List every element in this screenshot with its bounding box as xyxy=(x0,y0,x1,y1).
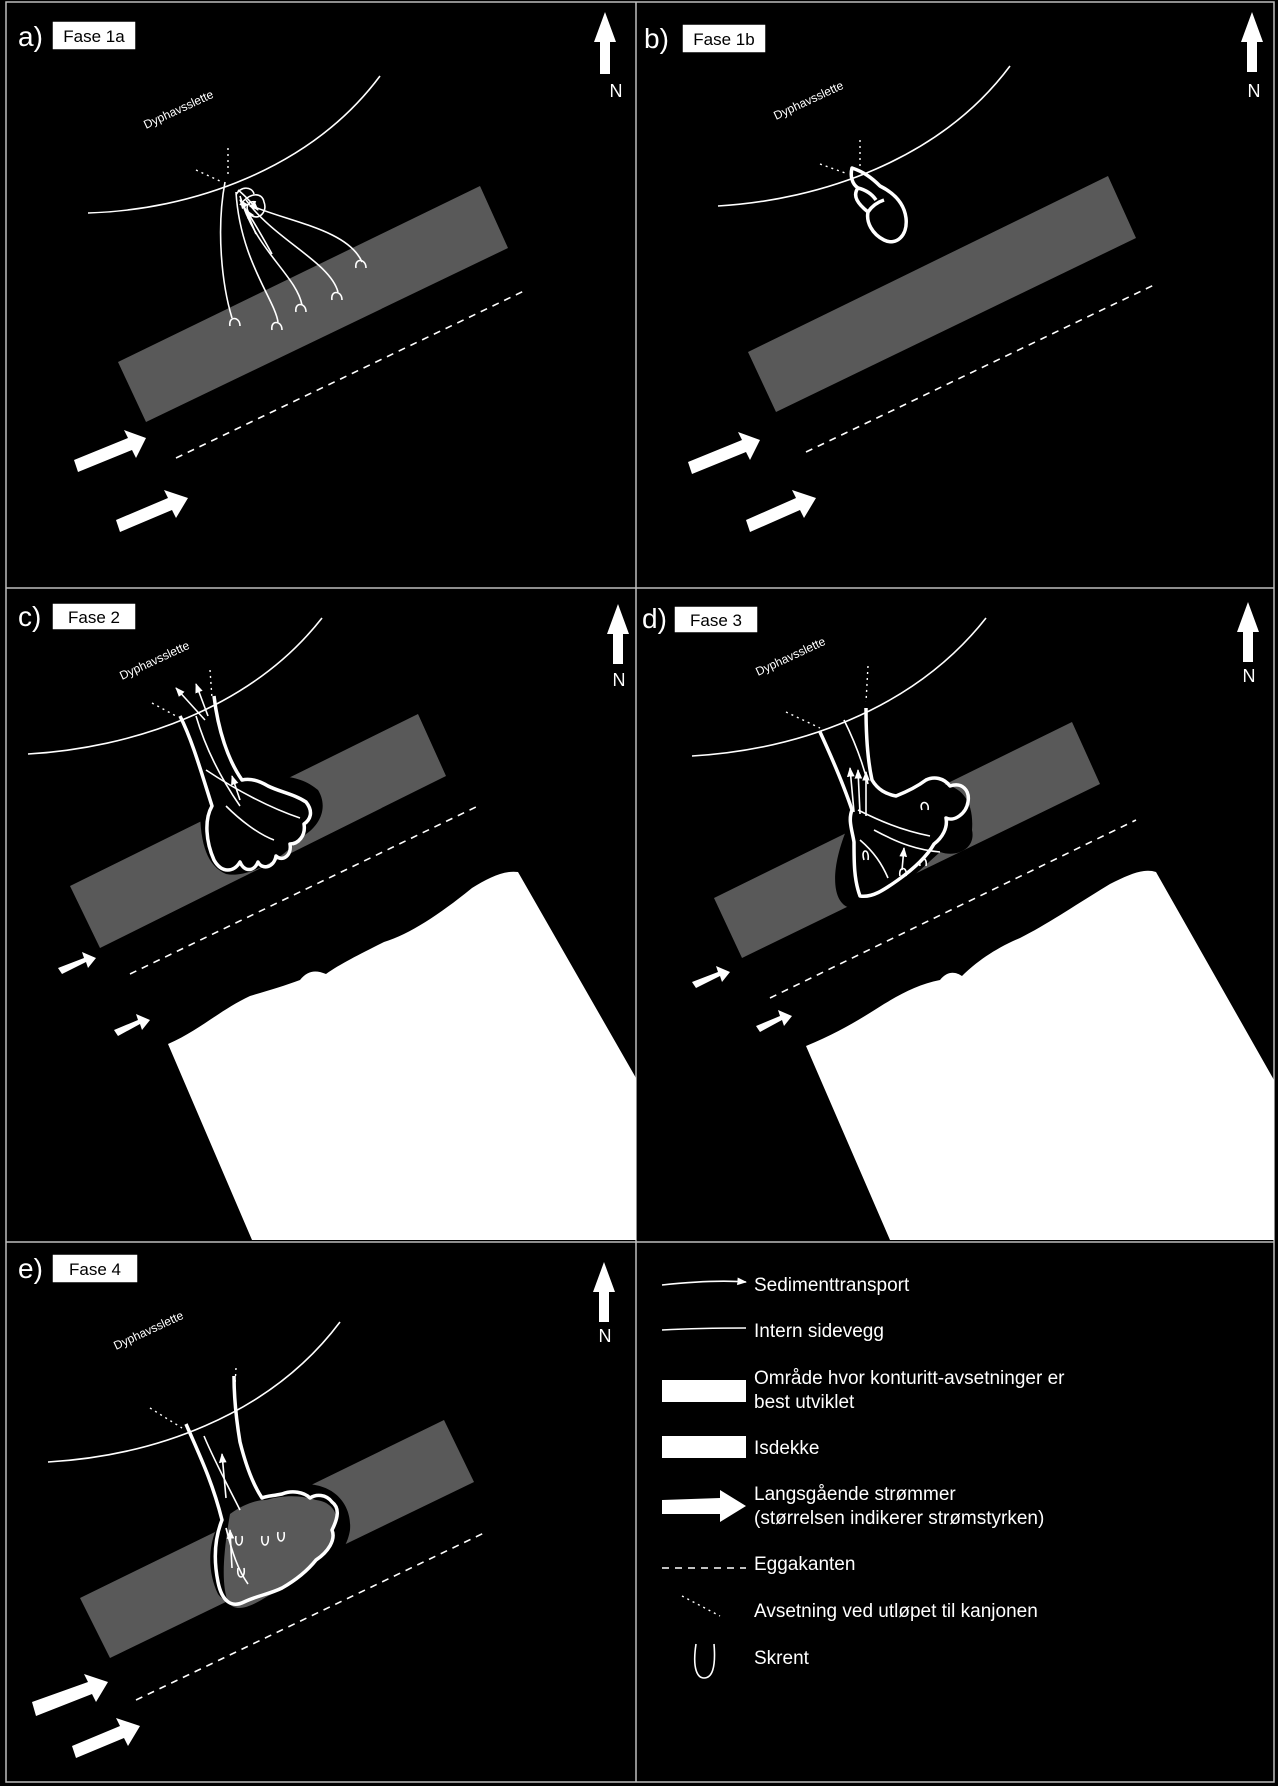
legend-item-scarp: Skrent xyxy=(693,1643,810,1679)
panel-b: b) Fase 1b N Dyphavsslette xyxy=(644,12,1263,532)
sediment-transport-symbol xyxy=(661,1277,747,1286)
internal-sidewalls xyxy=(843,719,941,879)
canyon-outline xyxy=(184,1375,339,1606)
north-arrow-icon xyxy=(593,1262,615,1322)
ice-cover-swatch xyxy=(662,1436,746,1458)
legend-item-contourite-area: Område hvor konturitt-avsetninger er bes… xyxy=(662,1368,1065,1413)
north-label: N xyxy=(1248,81,1261,101)
canyon-mouth-deposit xyxy=(151,669,213,717)
current-arrows xyxy=(32,1674,140,1758)
phase-label: Fase 1b xyxy=(693,30,754,49)
contourite-band xyxy=(118,186,508,422)
panel-letter: a) xyxy=(18,21,43,52)
ice-cover xyxy=(168,871,636,1240)
panel-grid xyxy=(5,1,1275,1783)
phase-label-box xyxy=(51,20,137,51)
legend-label-line2: best utviklet xyxy=(754,1392,855,1413)
legend-item-sediment-transport: Sedimenttransport xyxy=(661,1275,910,1296)
north-arrow-icon xyxy=(1237,602,1259,662)
slope-base-line xyxy=(47,1321,341,1463)
panel-letter: d) xyxy=(642,603,667,634)
panel-letter: e) xyxy=(18,1253,43,1284)
legend: Sedimenttransport Intern sidevegg Område… xyxy=(661,1275,1065,1679)
phase-label: Fase 4 xyxy=(69,1260,121,1279)
phase-label-box xyxy=(51,602,137,631)
slope-base-line xyxy=(87,75,381,214)
legend-item-currents: Langsgående strømmer (størrelsen indiker… xyxy=(662,1484,1044,1529)
canyon-outline xyxy=(818,707,971,899)
contourite-band xyxy=(748,176,1136,412)
phase-label: Fase 1a xyxy=(63,27,125,46)
panel-c: c) Fase 2 N Dyphavsslette xyxy=(18,601,636,1240)
canyon-mouth-deposit xyxy=(195,148,229,183)
current-arrows xyxy=(688,432,816,532)
current-arrow-symbol xyxy=(662,1490,746,1522)
panel-letter: c) xyxy=(18,601,41,632)
legend-label: Sedimenttransport xyxy=(754,1275,910,1296)
sediment-transport-arrows xyxy=(846,767,908,871)
sediment-transport-arrows xyxy=(218,1453,235,1569)
legend-item-internal-sidewall: Intern sidevegg xyxy=(661,1321,884,1342)
shelf-edge-line xyxy=(769,819,1137,999)
panel-letter: b) xyxy=(644,23,669,54)
phase-label: Fase 3 xyxy=(690,611,742,630)
legend-label: Langsgående strømmer xyxy=(754,1484,956,1505)
canyon-mouth-deposit xyxy=(149,1367,237,1429)
north-arrow-icon xyxy=(594,12,616,74)
panel-e: e) Fase 4 N Dyphavsslette xyxy=(18,1253,615,1758)
north-label: N xyxy=(599,1326,612,1346)
legend-label: Område hvor konturitt-avsetninger er xyxy=(754,1368,1065,1389)
canyon-mouth-deposit xyxy=(785,665,869,729)
north-label: N xyxy=(1243,666,1256,686)
phase-label: Fase 2 xyxy=(68,608,120,627)
canyon-mouth-deposit-symbol xyxy=(681,1595,721,1617)
legend-label: Eggakanten xyxy=(754,1554,855,1575)
phase-label-box xyxy=(51,1253,139,1284)
north-label: N xyxy=(610,81,623,101)
internal-sidewall-symbol xyxy=(661,1327,747,1331)
internal-sidewalls xyxy=(203,1435,286,1585)
ice-cover xyxy=(806,870,1274,1240)
legend-item-ice-cover: Isdekke xyxy=(662,1436,819,1459)
contourite-area-swatch xyxy=(662,1380,746,1402)
panel-d: d) Fase 3 N Dyphavsslette xyxy=(642,602,1274,1240)
legend-label: Skrent xyxy=(754,1648,810,1669)
north-arrow-icon xyxy=(607,604,629,664)
legend-label-line2: (størrelsen indikerer strømstyrken) xyxy=(754,1508,1044,1529)
canyon-outline xyxy=(178,695,313,872)
sediment-transport-arrows xyxy=(175,683,241,801)
legend-label: Isdekke xyxy=(754,1438,819,1459)
current-arrows xyxy=(58,952,150,1036)
phase-label-box xyxy=(681,23,767,54)
deposit-fill xyxy=(223,1496,337,1609)
phase-label-box xyxy=(673,605,759,634)
initial-slide-scar xyxy=(849,166,908,244)
internal-sidewalls xyxy=(195,715,301,841)
slope-base-line xyxy=(27,617,323,755)
legend-label: Intern sidevegg xyxy=(754,1321,884,1342)
north-label: N xyxy=(613,670,626,690)
deposit-shadow xyxy=(200,776,323,875)
slope-base-line xyxy=(691,617,987,757)
gully-system xyxy=(219,181,367,331)
legend-label: Avsetning ved utløpet til kanjonen xyxy=(754,1601,1038,1622)
current-arrows xyxy=(74,430,188,532)
legend-item-canyon-mouth-deposit: Avsetning ved utløpet til kanjonen xyxy=(681,1595,1038,1622)
canyon-mouth-deposit xyxy=(819,140,861,175)
scarp-icon xyxy=(693,1643,716,1679)
current-arrows xyxy=(692,966,792,1032)
north-arrow-icon xyxy=(1241,12,1263,72)
legend-item-shelf-edge: Eggakanten xyxy=(662,1554,855,1575)
slope-base-line xyxy=(717,65,1011,207)
